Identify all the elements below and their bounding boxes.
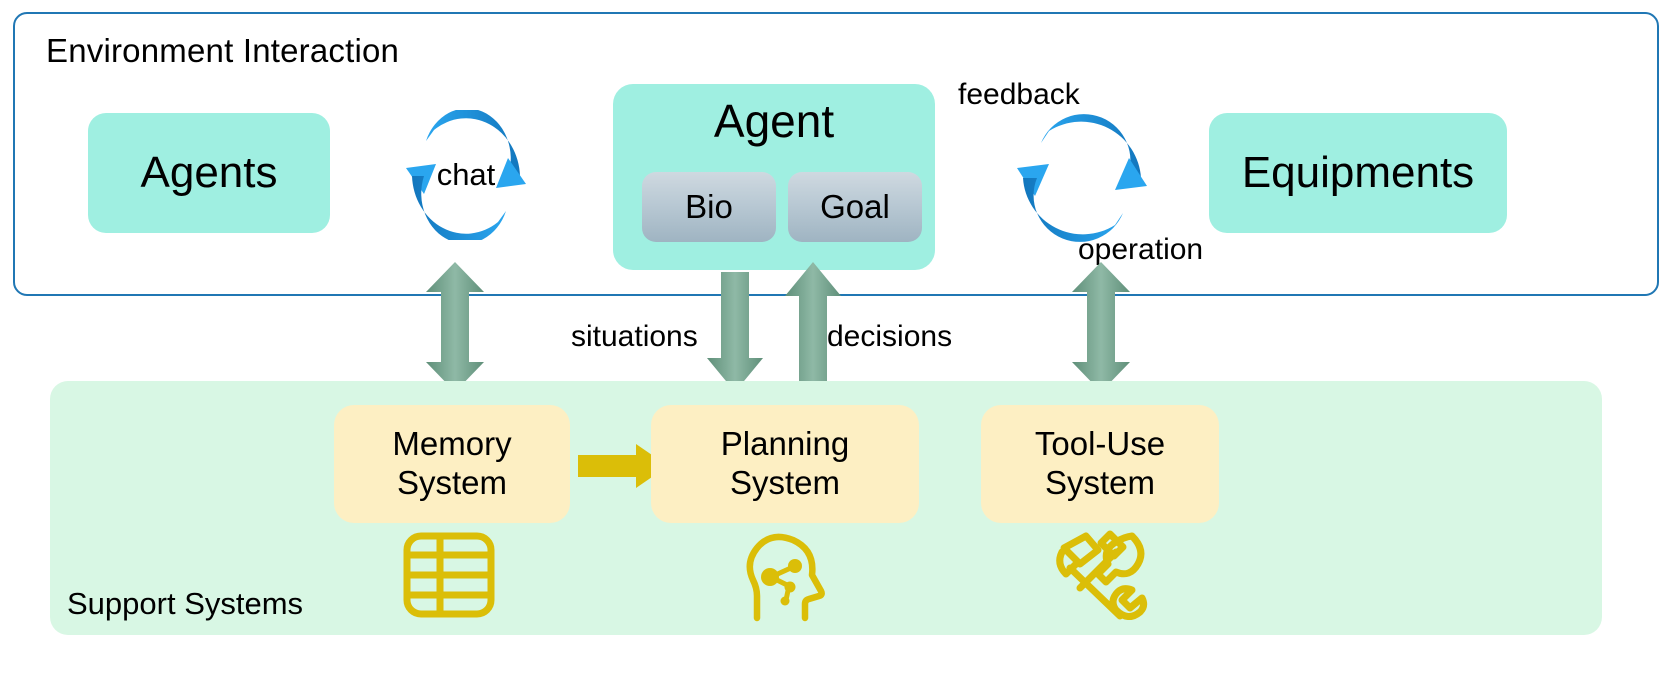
feedback-operation-cycle-svg [1017,114,1147,242]
agents-box-label: Agents [140,148,278,197]
tool-use-system-label-line2: System [1044,464,1156,501]
tool-use-system-box[interactable]: Tool-Use System [981,405,1219,523]
planning-system-label-line2: System [729,464,841,501]
hammer-wrench-icon-svg [1056,530,1148,620]
tool-use-link-double-arrow [1070,262,1132,392]
memory-to-planning-arrow [578,444,668,488]
planning-system-box[interactable]: Planning System [651,405,919,523]
feedback-operation-cycle-icon [1007,110,1157,242]
memory-system-label-line2: System [396,464,508,501]
operation-label: operation [1078,233,1204,266]
equipments-box-label: Equipments [1241,148,1475,197]
decisions-arrow-svg [785,262,841,382]
agent-bio-label: Bio [685,188,733,225]
decisions-flow-arrow [784,262,842,382]
situations-flow-arrow [706,272,764,392]
situations-label: situations [571,320,698,353]
agent-goal-box[interactable]: Goal [788,172,922,242]
table-icon-svg [403,532,495,618]
head-network-icon [745,530,829,622]
feedback-label: feedback [958,78,1080,111]
agents-box[interactable]: Agents [88,113,330,233]
decisions-label: decisions [827,320,953,353]
head-network-icon-svg [746,533,825,622]
memory-system-label-line1: Memory [392,425,512,463]
tool-use-link-arrow-svg [1072,262,1130,392]
agent-bio-box[interactable]: Bio [642,172,776,242]
agent-goal-label: Goal [820,188,890,225]
situations-arrow-svg [707,272,763,392]
environment-interaction-title: Environment Interaction [46,32,400,69]
hammer-wrench-icon [1046,528,1150,626]
table-icon [402,531,496,619]
memory-to-planning-arrow-svg [578,444,668,488]
tool-use-system-label-line1: Tool-Use [1034,425,1166,463]
memory-system-box[interactable]: Memory System [334,405,570,523]
chat-cycle-icon: chat [398,108,534,244]
agent-box-label: Agent [713,95,835,147]
agent-box[interactable]: Agent Bio Goal [613,84,935,270]
memory-link-double-arrow [424,262,486,392]
support-systems-title: Support Systems [67,586,304,621]
equipments-box[interactable]: Equipments [1209,113,1507,233]
planning-system-label-line1: Planning [720,425,850,463]
memory-link-arrow-svg [426,262,484,392]
chat-cycle-svg [406,108,526,244]
